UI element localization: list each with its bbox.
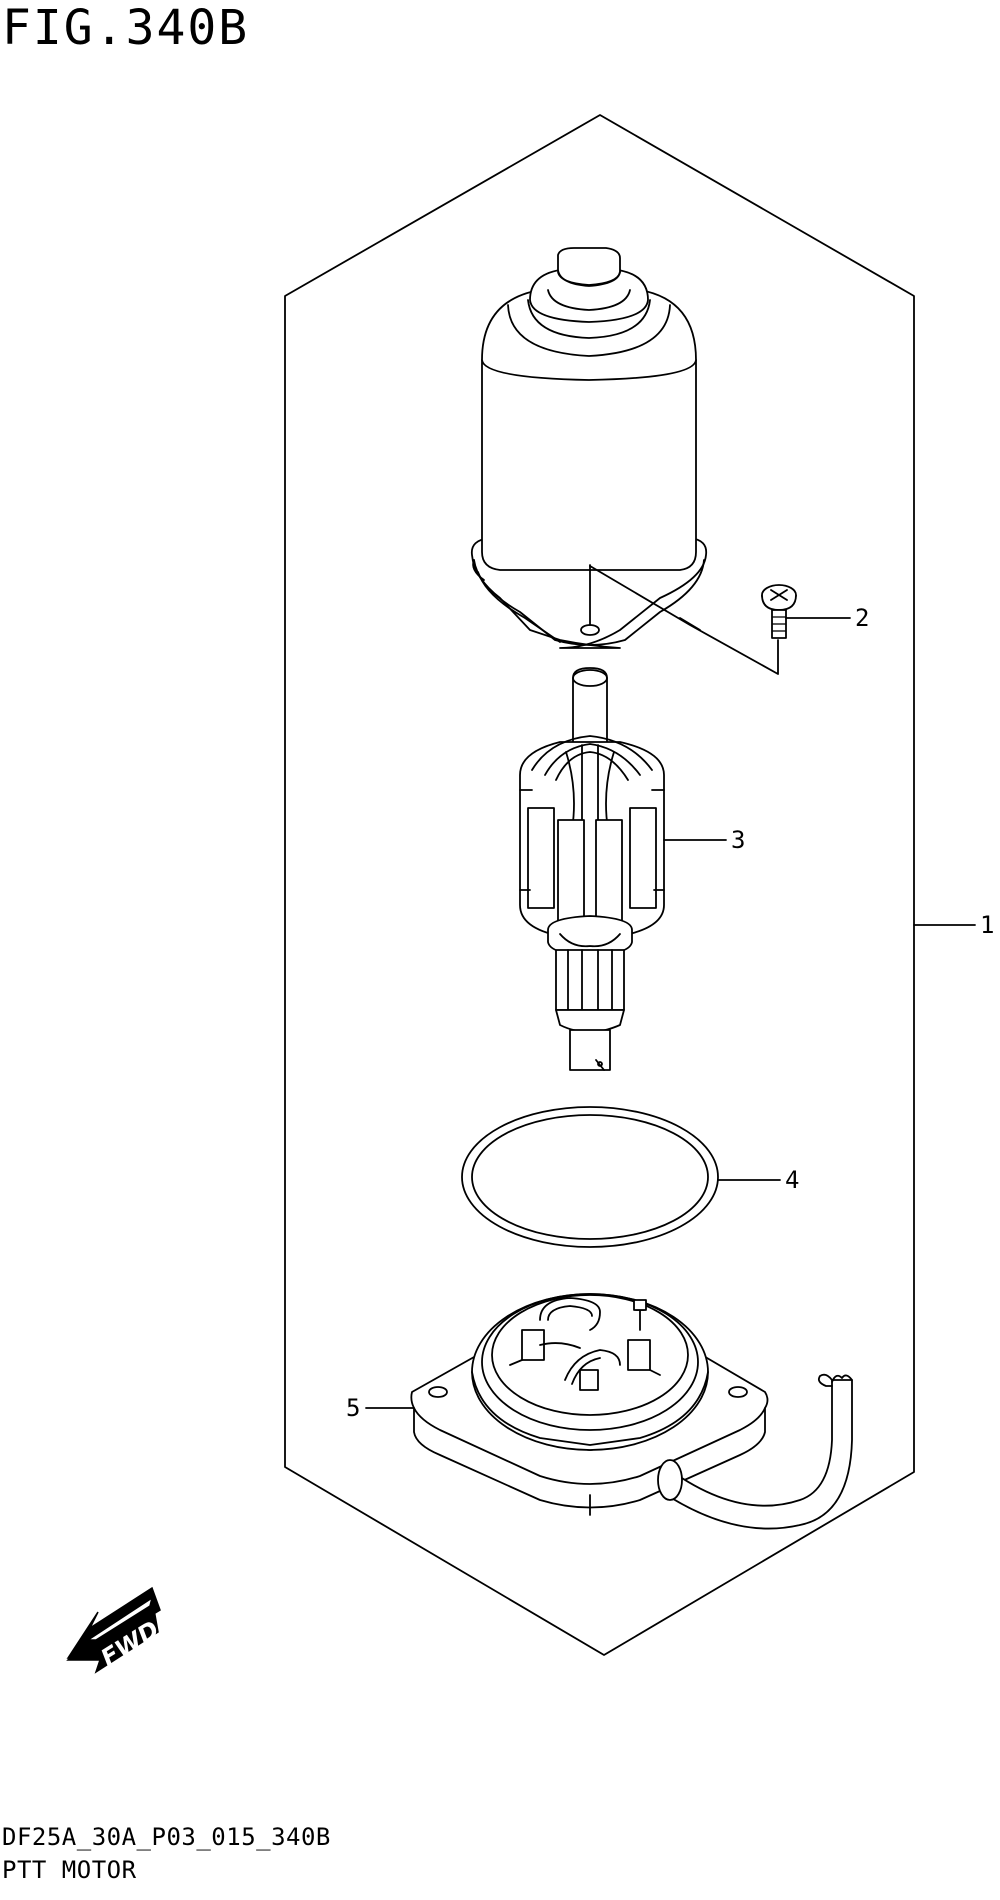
fwd-direction-marker: FWD (66, 1586, 164, 1674)
callout-3: 3 (663, 826, 745, 854)
svg-text:5: 5 (346, 1394, 360, 1422)
o-ring-part-4[interactable] (461, 1106, 719, 1248)
callout-4: 4 (717, 1166, 799, 1194)
armature-part-3[interactable] (519, 667, 665, 1071)
housing-screw-leader (589, 565, 779, 675)
svg-text:2: 2 (855, 604, 869, 632)
svg-text:4: 4 (785, 1166, 799, 1194)
figure-code: DF25A_30A_P03_015_340B (2, 1823, 331, 1851)
svg-text:1: 1 (980, 911, 994, 939)
brush-holder-part-5[interactable] (410, 1293, 853, 1530)
callout-5: 5 (346, 1394, 415, 1422)
svg-text:3: 3 (731, 826, 745, 854)
callout-2: 2 (785, 604, 869, 632)
screw-part-2[interactable] (761, 584, 797, 639)
assembly-boundary (284, 114, 915, 1656)
figure-name: PTT MOTOR (2, 1856, 137, 1884)
motor-yoke-housing[interactable] (470, 247, 708, 649)
callout-1: 1 (913, 911, 994, 939)
figure-title: FIG.340B (2, 0, 250, 56)
